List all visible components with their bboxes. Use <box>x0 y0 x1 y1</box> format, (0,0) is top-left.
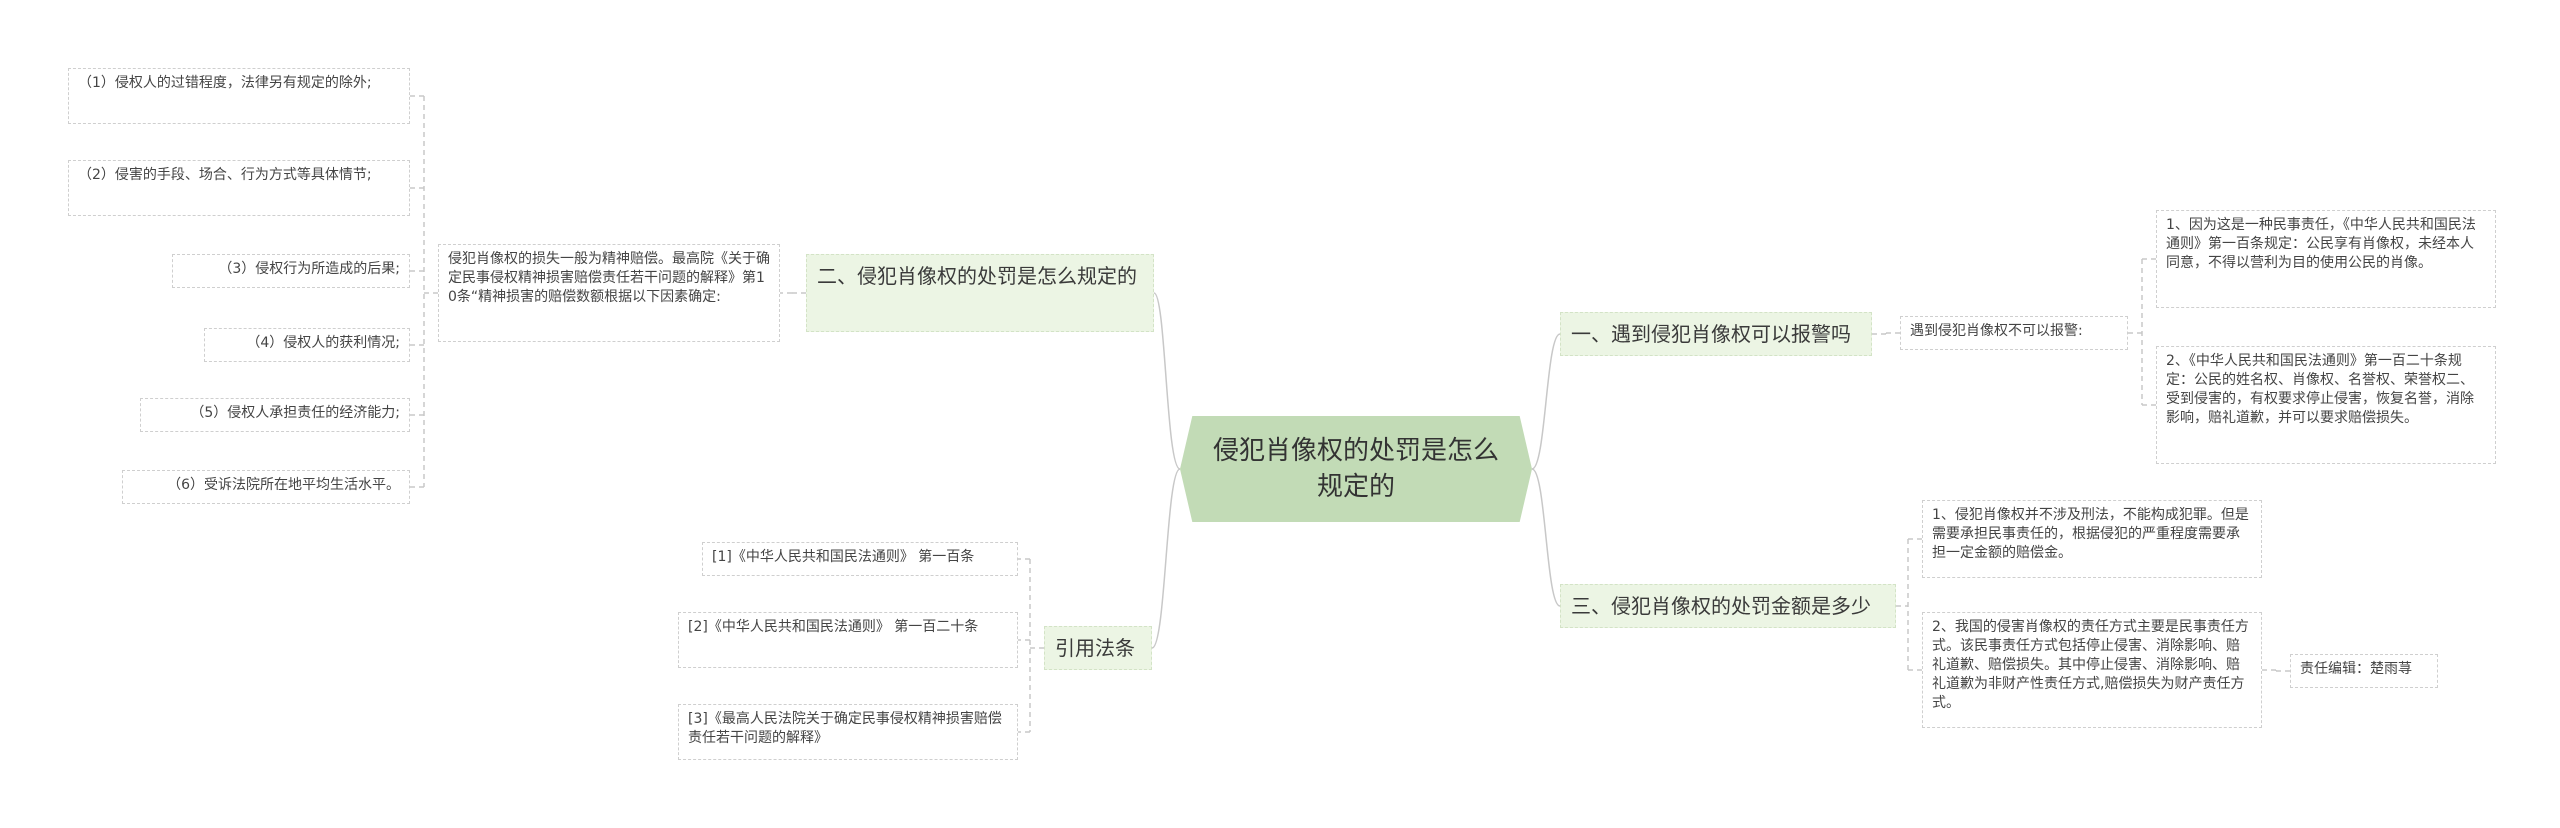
punishment-detail-text: 侵犯肖像权的损失一般为精神赔偿。最高院《关于确定民事侵权精神损害赔偿责任若干问题… <box>448 251 770 305</box>
amount-point-2[interactable]: 2、我国的侵害肖像权的责任方式主要是民事责任方式。该民事责任方式包括停止侵害、消… <box>1922 612 2262 728</box>
root-left-link-2 <box>1151 468 1181 649</box>
amount-point-text: 1、侵犯肖像权并不涉及刑法，不能构成犯罪。但是需要承担民事责任的，根据侵犯的严重… <box>1932 507 2249 561</box>
police-point-1[interactable]: 1、因为这是一种民事责任，《中华人民共和国民法通则》第一百条规定：公民享有肖像权… <box>2156 210 2496 308</box>
branch-report-police-label: 一、遇到侵犯肖像权可以报警吗 <box>1571 322 1851 346</box>
branch-report-police[interactable]: 一、遇到侵犯肖像权可以报警吗 <box>1560 312 1872 356</box>
factor-item-5[interactable]: （5）侵权人承担责任的经济能力; <box>140 398 410 432</box>
police-point-text: 2、《中华人民共和国民法通则》第一百二十条规定：公民的姓名权、肖像权、名誉权、荣… <box>2166 353 2474 426</box>
punishment-detail[interactable]: 侵犯肖像权的损失一般为精神赔偿。最高院《关于确定民事侵权精神损害赔偿责任若干问题… <box>438 244 780 342</box>
amount-point-1[interactable]: 1、侵犯肖像权并不涉及刑法，不能构成犯罪。但是需要承担民事责任的，根据侵犯的严重… <box>1922 500 2262 578</box>
root-right-link-1 <box>1531 333 1561 470</box>
factor-item-3[interactable]: （3）侵权行为所造成的后果; <box>172 254 410 288</box>
branch-cited-laws[interactable]: 引用法条 <box>1044 626 1152 670</box>
factor-item-4[interactable]: （4）侵权人的获利情况; <box>204 328 410 362</box>
law-item-text: [1]《中华人民共和国民法通则》 第一百条 <box>712 549 975 565</box>
factor-item-text: （3）侵权行为所造成的后果; <box>218 261 400 277</box>
factor-item-text: （4）侵权人的获利情况; <box>246 335 400 351</box>
branch-cited-laws-label: 引用法条 <box>1055 636 1135 660</box>
factor-item-2[interactable]: （2）侵害的手段、场合、行为方式等具体情节; <box>68 160 410 216</box>
police-point-text: 1、因为这是一种民事责任，《中华人民共和国民法通则》第一百条规定：公民享有肖像权… <box>2166 217 2476 271</box>
branch-punishment-label: 二、侵犯肖像权的处罚是怎么规定的 <box>817 264 1137 288</box>
factor-item-text: （5）侵权人承担责任的经济能力; <box>190 405 400 421</box>
factor-item-text: （1）侵权人的过错程度，法律另有规定的除外; <box>78 75 372 91</box>
law-item-text: [3]《最高人民法院关于确定民事侵权精神损害赔偿责任若干问题的解释》 <box>688 711 1002 746</box>
police-answer-text: 遇到侵犯肖像权不可以报警: <box>1910 323 2083 339</box>
police-point-2[interactable]: 2、《中华人民共和国民法通则》第一百二十条规定：公民的姓名权、肖像权、名誉权、荣… <box>2156 346 2496 464</box>
law-item-text: [2]《中华人民共和国民法通则》 第一百二十条 <box>688 619 979 635</box>
root-topic[interactable]: 侵犯肖像权的处罚是怎么规定的 <box>1180 416 1532 522</box>
root-topic-label: 侵犯肖像权的处罚是怎么规定的 <box>1212 435 1499 502</box>
editor-credit[interactable]: 责任编辑：楚雨荨 <box>2290 654 2438 688</box>
factor-item-6[interactable]: （6）受诉法院所在地平均生活水平。 <box>122 470 410 504</box>
amount-point-text: 2、我国的侵害肖像权的责任方式主要是民事责任方式。该民事责任方式包括停止侵害、消… <box>1932 619 2249 711</box>
law-item-1[interactable]: [1]《中华人民共和国民法通则》 第一百条 <box>702 542 1018 576</box>
factor-item-text: （6）受诉法院所在地平均生活水平。 <box>167 477 400 493</box>
factor-item-1[interactable]: （1）侵权人的过错程度，法律另有规定的除外; <box>68 68 410 124</box>
law-item-2[interactable]: [2]《中华人民共和国民法通则》 第一百二十条 <box>678 612 1018 668</box>
police-answer[interactable]: 遇到侵犯肖像权不可以报警: <box>1900 316 2128 350</box>
root-left-link-1 <box>1153 292 1181 470</box>
factor-item-text: （2）侵害的手段、场合、行为方式等具体情节; <box>78 167 372 183</box>
branch-penalty-amount[interactable]: 三、侵犯肖像权的处罚金额是多少 <box>1560 584 1896 628</box>
branch-punishment[interactable]: 二、侵犯肖像权的处罚是怎么规定的 <box>806 254 1154 332</box>
editor-credit-text: 责任编辑：楚雨荨 <box>2300 661 2412 677</box>
law-item-3[interactable]: [3]《最高人民法院关于确定民事侵权精神损害赔偿责任若干问题的解释》 <box>678 704 1018 760</box>
root-right-link-2 <box>1531 468 1561 607</box>
branch-penalty-amount-label: 三、侵犯肖像权的处罚金额是多少 <box>1571 594 1871 618</box>
